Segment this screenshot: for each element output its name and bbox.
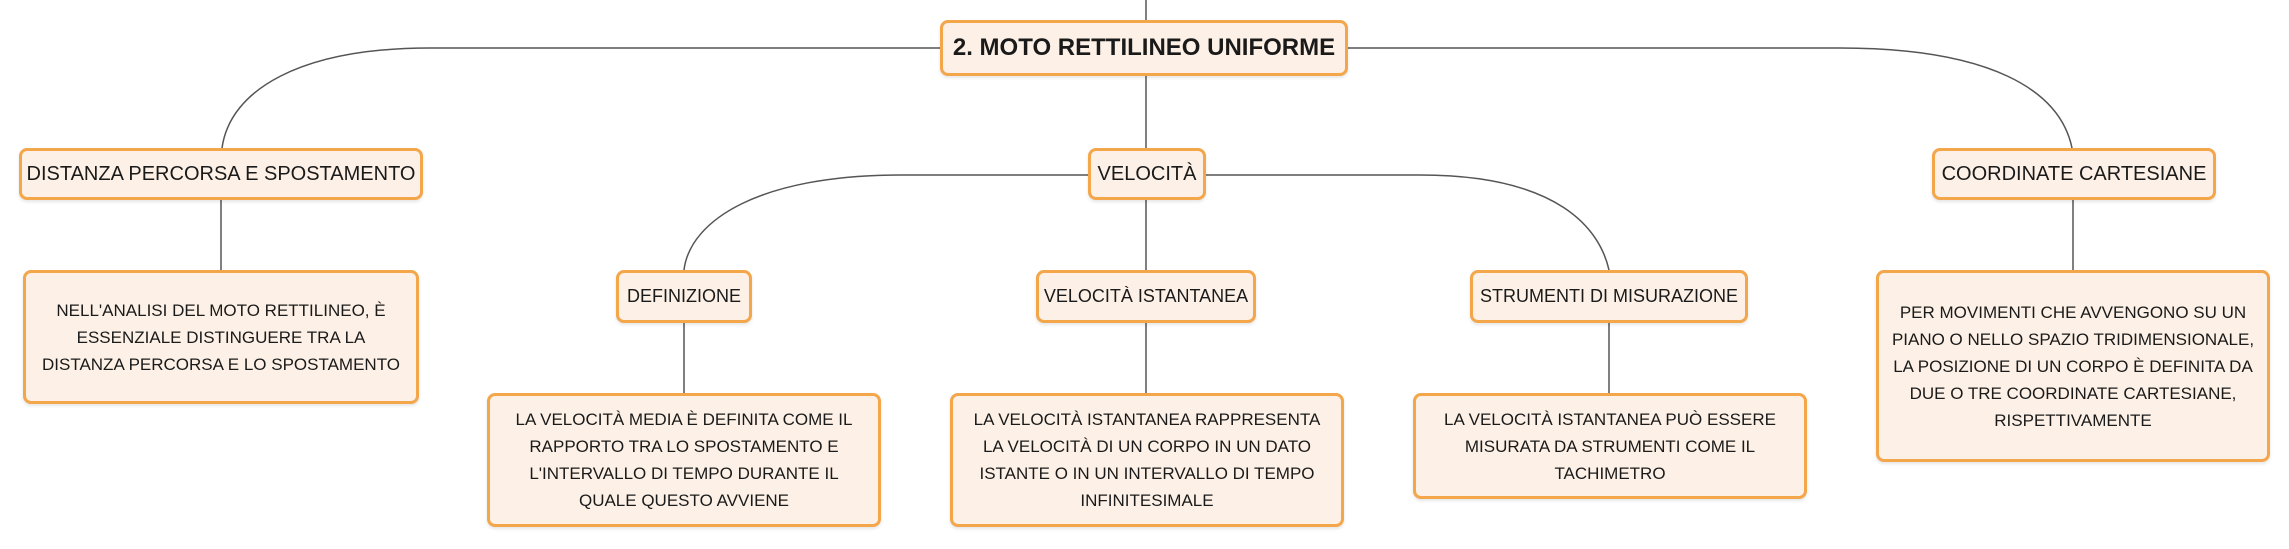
node-definizione-label: DEFINIZIONE xyxy=(626,286,741,306)
node-coordinate[interactable]: COORDINATE CARTESIANE xyxy=(1932,148,2216,200)
note-strumenti[interactable]: LA VELOCITÀ ISTANTANEA PUÒ ESSERE MISURA… xyxy=(1413,393,1807,499)
note-coordinate-text: PER MOVIMENTI CHE AVVENGONO SU UN PIANO … xyxy=(1891,302,2255,430)
node-velocita-istantanea[interactable]: VELOCITÀ ISTANTANEA xyxy=(1036,270,1256,323)
note-definizione-text: LA VELOCITÀ MEDIA È DEFINITA COME IL RAP… xyxy=(515,410,853,510)
node-velocita[interactable]: VELOCITÀ xyxy=(1088,148,1206,200)
node-strumenti-label: STRUMENTI DI MISURAZIONE xyxy=(1479,286,1738,306)
note-velocita-istantanea-text: LA VELOCITÀ ISTANTANEA RAPPRESENTA LA VE… xyxy=(973,410,1321,510)
note-velocita-istantanea[interactable]: LA VELOCITÀ ISTANTANEA RAPPRESENTA LA VE… xyxy=(950,393,1344,527)
node-distanza-label: DISTANZA PERCORSA E SPOSTAMENTO xyxy=(26,162,416,185)
node-distanza[interactable]: DISTANZA PERCORSA E SPOSTAMENTO xyxy=(19,148,423,200)
node-coordinate-label: COORDINATE CARTESIANE xyxy=(1941,162,2207,185)
root-label: 2. MOTO RETTILINEO UNIFORME xyxy=(952,34,1336,61)
node-velocita-label: VELOCITÀ xyxy=(1097,162,1197,185)
root-node[interactable]: 2. MOTO RETTILINEO UNIFORME xyxy=(940,20,1348,76)
connector-velocita-strumenti xyxy=(1206,174,1610,271)
note-distanza-text: NELL'ANALISI DEL MOTO RETTILINEO, È ESSE… xyxy=(41,300,401,374)
connector-root-coordinate xyxy=(1348,47,2073,149)
connector-root-distanza xyxy=(221,47,940,149)
note-strumenti-text: LA VELOCITÀ ISTANTANEA PUÒ ESSERE MISURA… xyxy=(1444,409,1776,483)
node-velocita-istantanea-label: VELOCITÀ ISTANTANEA xyxy=(1043,286,1249,306)
note-coordinate[interactable]: PER MOVIMENTI CHE AVVENGONO SU UN PIANO … xyxy=(1876,270,2270,462)
connector-velocita-definizione xyxy=(683,174,1088,271)
note-definizione[interactable]: LA VELOCITÀ MEDIA È DEFINITA COME IL RAP… xyxy=(487,393,881,527)
node-strumenti[interactable]: STRUMENTI DI MISURAZIONE xyxy=(1470,270,1748,323)
note-distanza[interactable]: NELL'ANALISI DEL MOTO RETTILINEO, È ESSE… xyxy=(23,270,419,404)
node-definizione[interactable]: DEFINIZIONE xyxy=(616,270,752,323)
